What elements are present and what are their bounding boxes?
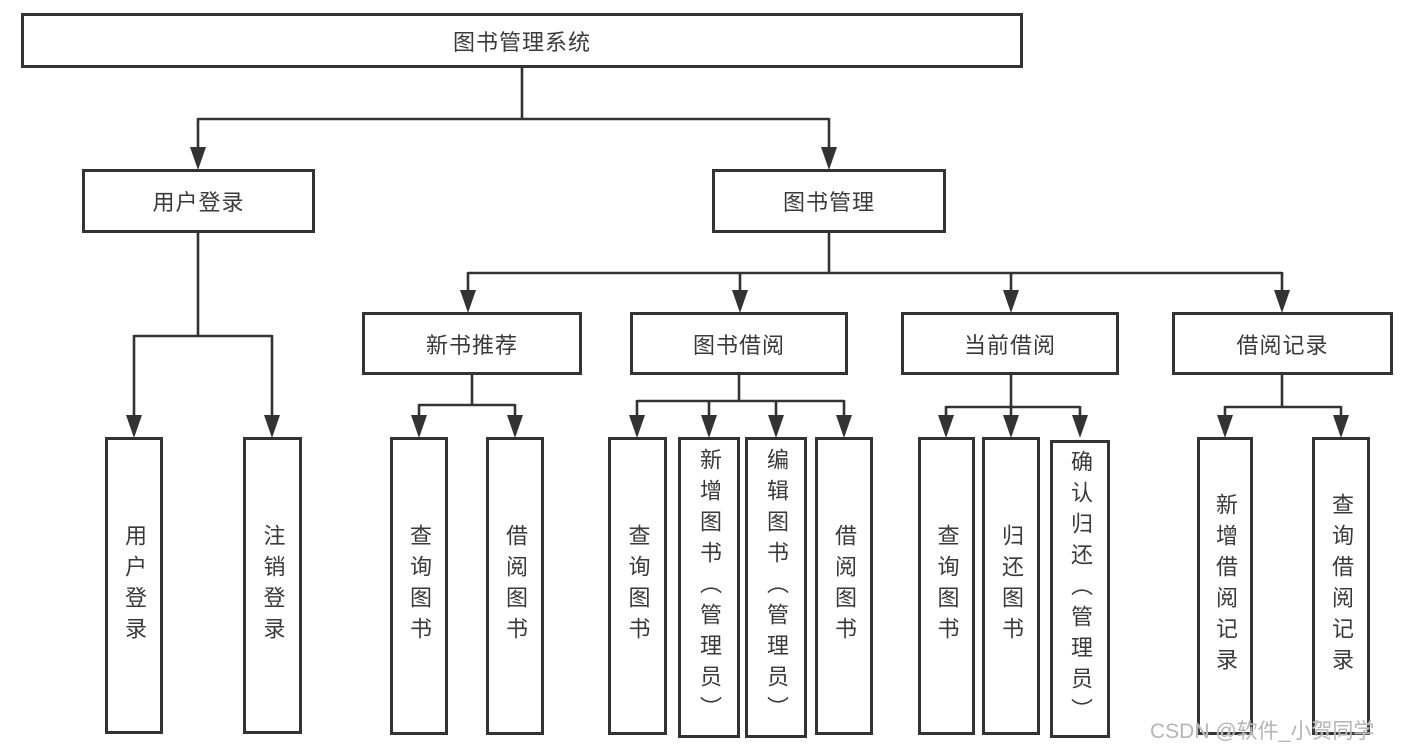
arrow-down-icon [126, 415, 142, 438]
leaf-bb-edit-book-admin-label: 编辑图书（管理员） [764, 448, 789, 727]
leaf-bb-add-book-admin-label: 新增图书（管理员） [697, 448, 722, 727]
arrow-down-icon [190, 147, 206, 170]
node-user-login-module: 用户登录 [82, 169, 315, 233]
node-root-system: 图书管理系统 [21, 13, 1023, 68]
connector-strokes [132, 68, 1343, 418]
arrow-down-icon [1274, 290, 1290, 313]
leaf-cb-return-book: 归还图书 [982, 437, 1040, 735]
arrowheads [126, 147, 1349, 438]
leaf-bb-borrow-book: 借阅图书 [815, 437, 873, 735]
csdn-watermark: CSDN @软件_小贺同学 [1150, 720, 1375, 743]
leaf-rec-borrow-book: 借阅图书 [486, 437, 544, 735]
node-new-book-recommend: 新书推荐 [362, 312, 582, 375]
node-borrow-record: 借阅记录 [1172, 312, 1393, 375]
arrow-down-icon [1217, 415, 1233, 438]
node-current-borrow-label: 当前借阅 [963, 332, 1056, 358]
arrow-down-icon [938, 415, 954, 438]
leaf-cb-confirm-return-admin-label: 确认归还（管理员） [1068, 449, 1093, 729]
arrow-down-icon [1003, 415, 1019, 438]
leaf-bb-add-book-admin: 新增图书（管理员） [678, 437, 740, 738]
leaf-rec-query-book: 查询图书 [390, 437, 448, 735]
connector-bookborrow-to-leaves [635, 375, 846, 418]
node-book-borrow: 图书借阅 [630, 312, 848, 375]
node-user-login-module-label: 用户登录 [152, 190, 245, 215]
leaf-logout-label: 注销登录 [260, 523, 286, 648]
leaf-br-query-record: 查询借阅记录 [1312, 437, 1370, 735]
node-root-system-label: 图书管理系统 [452, 29, 591, 55]
arrow-down-icon [507, 415, 523, 438]
connector-root-to-level2 [196, 68, 831, 150]
connector-currentborrow-to-leaves [944, 375, 1082, 418]
arrow-down-icon [411, 415, 427, 438]
arrow-down-icon [629, 415, 645, 438]
arrow-down-icon [1003, 290, 1019, 313]
connector-borrowrecord-to-leaves [1223, 375, 1343, 418]
node-book-management-module: 图书管理 [712, 169, 946, 233]
node-book-borrow-label: 图书借阅 [692, 332, 785, 358]
arrow-down-icon [836, 415, 852, 438]
connector-newbookrec-to-leaves [417, 375, 517, 418]
leaf-br-query-record-label: 查询借阅记录 [1329, 493, 1354, 679]
leaf-cb-return-book-label: 归还图书 [999, 524, 1024, 648]
node-book-management-module-label: 图书管理 [782, 190, 875, 215]
arrow-down-icon [732, 290, 748, 313]
node-new-book-recommend-label: 新书推荐 [425, 332, 518, 358]
arrow-down-icon [264, 415, 280, 438]
connector-userlogin-to-leaves [132, 233, 274, 418]
arrow-down-icon [460, 290, 476, 313]
leaf-br-add-record-label: 新增借阅记录 [1213, 493, 1238, 679]
leaf-rec-query-book-label: 查询图书 [407, 524, 432, 648]
node-current-borrow: 当前借阅 [901, 312, 1119, 375]
leaf-cb-query-book-label: 查询图书 [934, 524, 960, 648]
arrow-down-icon [701, 415, 717, 438]
connector-bookmgmt-to-level3 [466, 233, 1284, 293]
leaf-bb-query-book: 查询图书 [608, 437, 667, 735]
leaf-rec-borrow-book-label: 借阅图书 [503, 524, 528, 648]
leaf-cb-confirm-return-admin: 确认归还（管理员） [1050, 440, 1110, 738]
arrow-down-icon [821, 147, 837, 170]
arrow-down-icon [1333, 415, 1349, 438]
arrow-down-icon [1072, 415, 1088, 438]
leaf-user-login-label: 用户登录 [122, 523, 147, 648]
node-borrow-record-label: 借阅记录 [1236, 332, 1329, 358]
arrow-down-icon [768, 415, 784, 438]
leaf-bb-query-book-label: 查询图书 [625, 524, 651, 648]
leaf-bb-borrow-book-label: 借阅图书 [832, 524, 857, 648]
leaf-br-add-record: 新增借阅记录 [1197, 437, 1253, 735]
leaf-cb-query-book: 查询图书 [918, 437, 975, 735]
leaf-bb-edit-book-admin: 编辑图书（管理员） [745, 437, 807, 738]
leaf-logout: 注销登录 [243, 437, 302, 734]
leaf-user-login: 用户登录 [105, 437, 163, 734]
